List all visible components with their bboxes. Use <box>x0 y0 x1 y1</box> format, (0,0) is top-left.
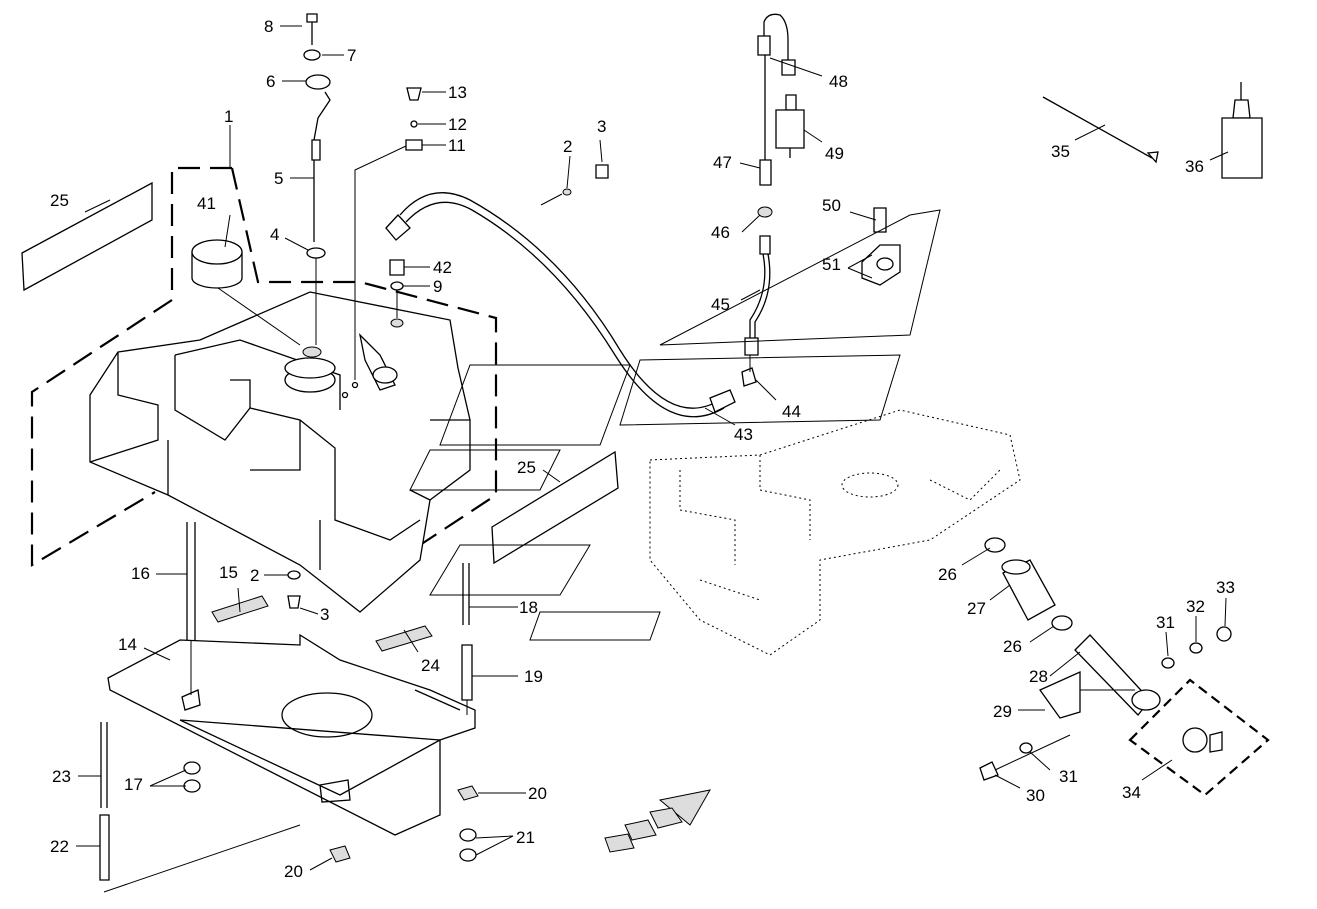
label-32: 32 <box>1186 597 1205 616</box>
fasteners <box>183 164 609 863</box>
vent-fittings <box>354 87 423 380</box>
label-28: 28 <box>1029 667 1048 686</box>
label-13: 13 <box>448 83 467 102</box>
label-43: 43 <box>734 425 753 444</box>
label-26b: 26 <box>1003 637 1022 656</box>
sealant-tube <box>1221 82 1263 179</box>
machine-frame-outline <box>649 409 1021 656</box>
label-14: 14 <box>118 635 137 654</box>
sender-unit-assembly <box>302 13 331 358</box>
direction-arrow-icon <box>604 789 711 853</box>
label-23: 23 <box>52 767 71 786</box>
label-47: 47 <box>713 153 732 172</box>
label-44: 44 <box>782 402 801 421</box>
label-20b: 20 <box>284 862 303 881</box>
pad-24 <box>375 625 433 652</box>
base-plate <box>107 633 476 836</box>
fuel-tank <box>89 291 471 613</box>
filler-neck-assembly <box>979 537 1270 797</box>
plate-25-left <box>21 181 153 292</box>
label-48: 48 <box>829 72 848 91</box>
label-50: 50 <box>822 196 841 215</box>
part-labels: 1 2 3 4 5 6 7 8 9 11 12 13 14 15 16 17 1… <box>50 17 1235 881</box>
label-12: 12 <box>448 115 467 134</box>
label-25a: 25 <box>50 191 69 210</box>
label-33: 33 <box>1216 578 1235 597</box>
label-35: 35 <box>1051 142 1070 161</box>
clamp-assembly <box>861 207 901 286</box>
label-31a: 31 <box>1156 613 1175 632</box>
label-45: 45 <box>711 295 730 314</box>
tee-fitting <box>741 367 757 387</box>
label-17: 17 <box>124 775 143 794</box>
fuel-line-45 <box>744 206 773 372</box>
label-51: 51 <box>822 255 841 274</box>
label-6: 6 <box>266 72 275 91</box>
label-2a: 2 <box>563 137 572 156</box>
frame-silhouette-lines <box>409 209 941 641</box>
label-21: 21 <box>516 828 535 847</box>
label-4: 4 <box>270 225 279 244</box>
tank-group-boundary <box>30 166 498 567</box>
label-22: 22 <box>50 837 69 856</box>
label-29: 29 <box>993 702 1012 721</box>
label-49: 49 <box>825 144 844 163</box>
leader-lines <box>76 25 1229 871</box>
label-25b: 25 <box>517 458 536 477</box>
label-46: 46 <box>711 223 730 242</box>
label-26a: 26 <box>938 565 957 584</box>
label-15: 15 <box>219 563 238 582</box>
label-19: 19 <box>524 667 543 686</box>
fuel-hose <box>385 192 736 418</box>
cable-tie <box>1042 96 1153 159</box>
label-9: 9 <box>433 277 442 296</box>
label-24: 24 <box>421 656 440 675</box>
label-3a: 3 <box>597 117 606 136</box>
label-7: 7 <box>347 46 356 65</box>
label-27: 27 <box>967 599 986 618</box>
filter-and-pipe <box>757 13 805 186</box>
label-11: 11 <box>448 136 466 155</box>
label-36: 36 <box>1185 157 1204 176</box>
plate-25-right <box>491 450 619 565</box>
label-42: 42 <box>433 258 452 277</box>
tank-cap <box>191 239 301 346</box>
label-34: 34 <box>1122 783 1141 802</box>
label-31b: 31 <box>1059 767 1078 786</box>
label-5: 5 <box>274 169 283 188</box>
label-1: 1 <box>224 107 233 126</box>
label-30: 30 <box>1026 786 1045 805</box>
label-16: 16 <box>131 564 150 583</box>
label-20a: 20 <box>528 784 547 803</box>
label-3b: 3 <box>320 605 329 624</box>
label-41: 41 <box>197 194 216 213</box>
label-8: 8 <box>264 17 273 36</box>
mounting-rods <box>99 522 473 893</box>
label-2b: 2 <box>250 566 259 585</box>
label-18: 18 <box>519 598 538 617</box>
